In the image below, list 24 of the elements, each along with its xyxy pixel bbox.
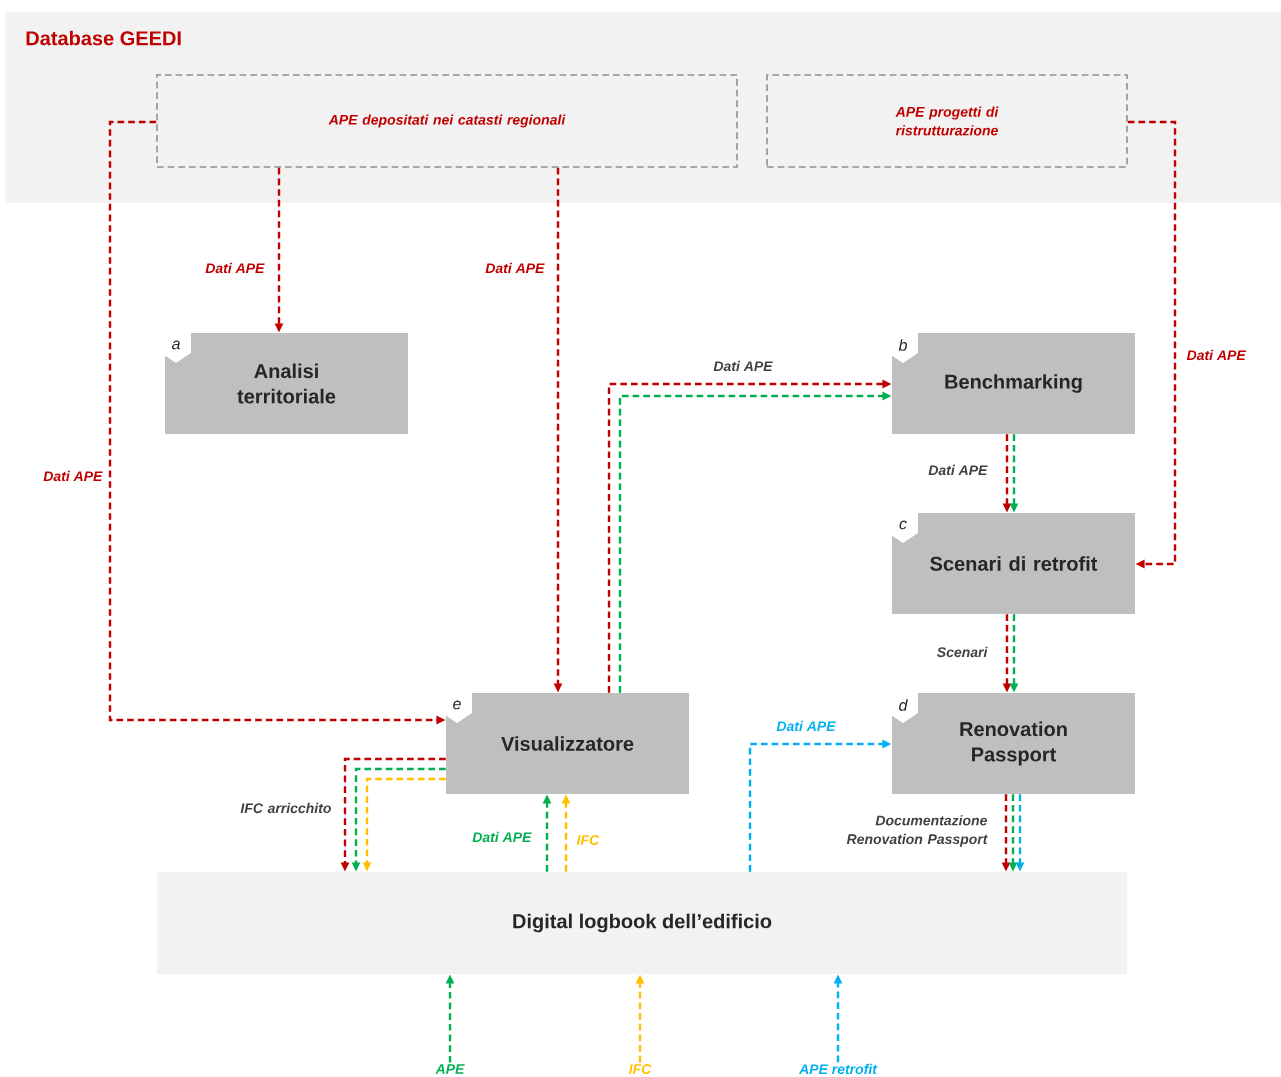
edge-label: Dati APE: [43, 470, 103, 482]
process-box: Scenari di retrofit c: [888, 513, 1135, 614]
process-box: Renovation Passport d: [888, 693, 1135, 794]
edge-label: Dati APE: [485, 262, 545, 274]
process-box: Benchmarking b: [888, 333, 1135, 434]
edge-label: Documentazione Renovation Passport: [846, 815, 988, 847]
process-box: Visualizzatore e: [442, 693, 689, 794]
input-label: APE: [435, 1064, 465, 1074]
edge-label: IFC: [576, 835, 600, 845]
input-label: IFC: [629, 1064, 652, 1074]
edge-label: Dati APE: [928, 464, 988, 476]
dashed-box: APE depositati nei catasti regionali: [156, 74, 738, 168]
edge-label: Dati APE: [205, 262, 265, 274]
input-label: APE retrofit: [798, 1063, 878, 1075]
logbook-band: Digital logbook dell’edificio: [157, 872, 1127, 974]
dashed-box: APE progetti di ristrutturazione: [766, 74, 1128, 168]
edge-label: IFC arricchito: [240, 802, 331, 814]
edge-label: Dati APE: [1186, 349, 1247, 361]
edge-label: Scenari: [937, 646, 988, 658]
edge-label: Dati APE: [713, 360, 773, 372]
arrow: [1127, 120, 1177, 569]
process-box: Analisi territoriale a: [161, 333, 408, 434]
edge-label: Dati APE: [776, 720, 836, 732]
edge-label: Dati APE: [472, 831, 532, 843]
